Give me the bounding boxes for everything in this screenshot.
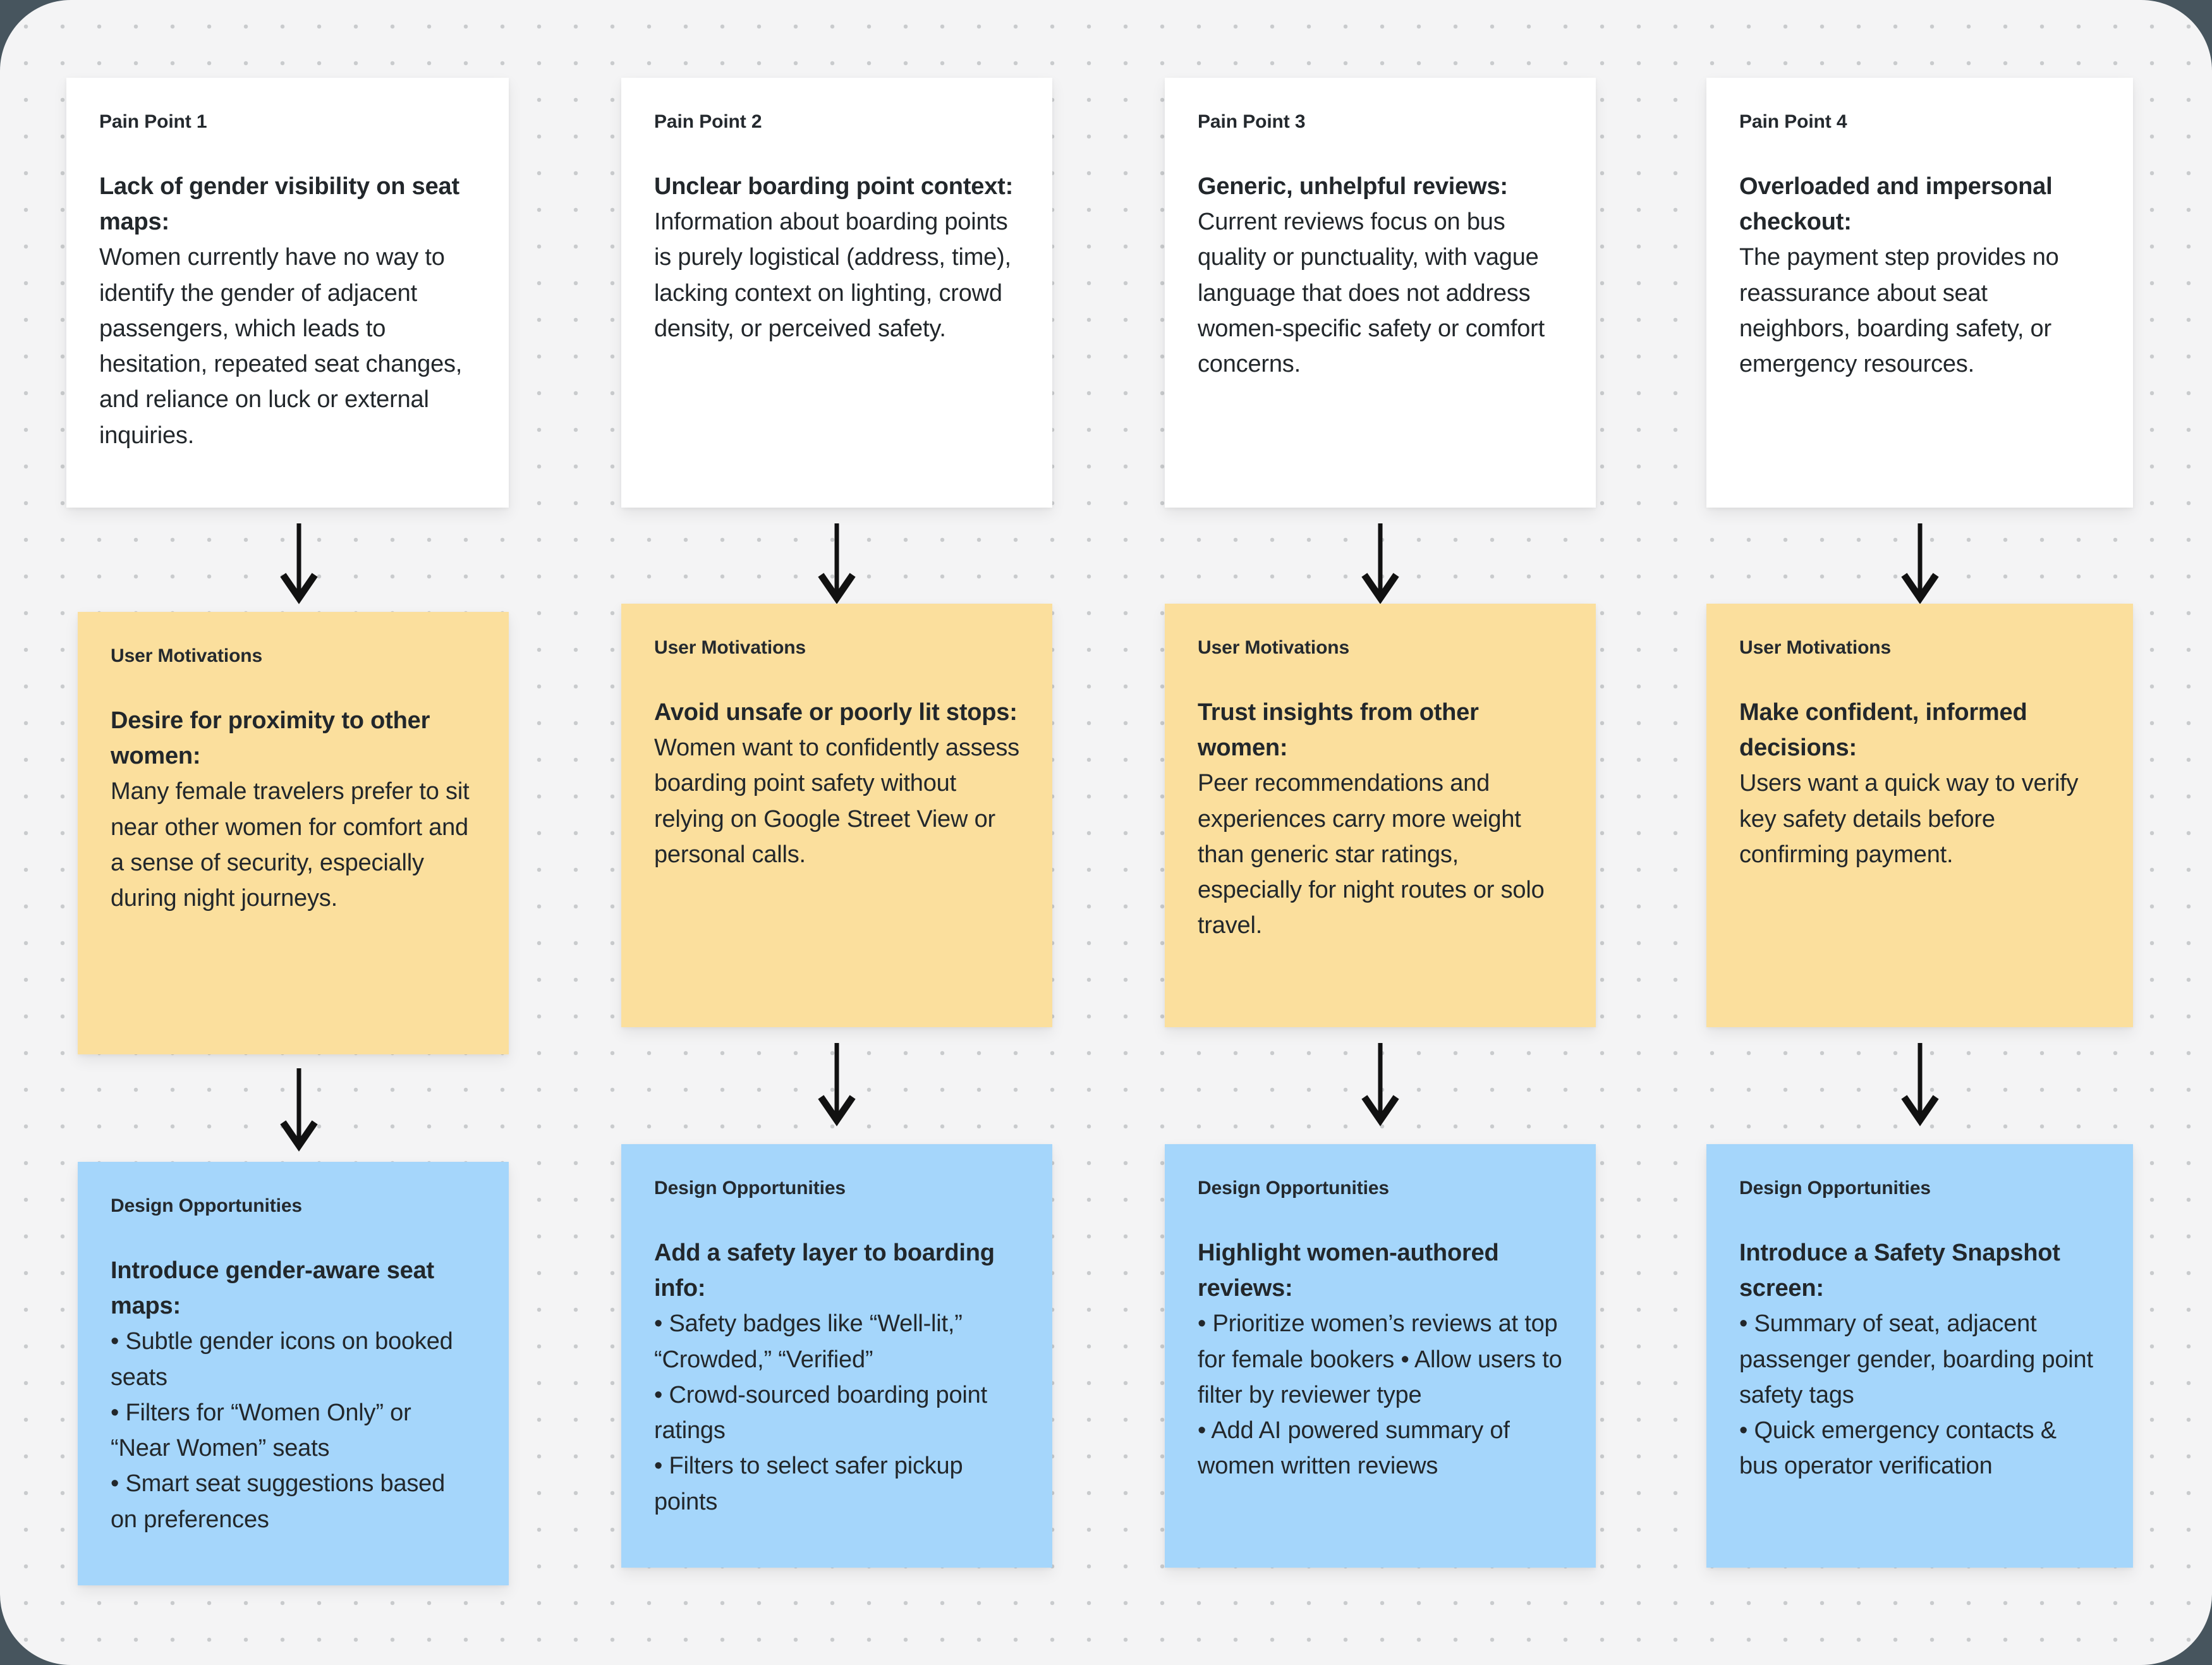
pain-point-body-3: Current reviews focus on bus quality or … — [1198, 209, 1552, 378]
pain-point-text-2: Unclear boarding point context: Informati… — [654, 169, 1019, 346]
design-opportunity-kicker-4: Design Opportunities — [1739, 1178, 1931, 1198]
pain-point-text-1: Lack of gender visibility on seat maps: W… — [99, 169, 476, 453]
design-opportunity-text-3: Highlight women-authored reviews: • Prior… — [1198, 1235, 1563, 1484]
design-opportunity-card-2[interactable]: Design Opportunities Add a safety layer … — [621, 1144, 1052, 1568]
arrow-um4-to-do4 — [1901, 1043, 1939, 1128]
pain-point-heading-3: Generic, unhelpful reviews: — [1198, 173, 1508, 200]
arrow-pp3-to-um3 — [1361, 523, 1399, 606]
design-opportunity-card-4[interactable]: Design Opportunities Introduce a Safety … — [1706, 1144, 2133, 1568]
user-motivation-kicker-1: User Motivations — [111, 645, 263, 666]
design-opportunity-kicker-1: Design Opportunities — [111, 1195, 303, 1216]
pain-point-card-1[interactable]: Pain Point 1 Lack of gender visibility o… — [66, 78, 509, 508]
design-opportunity-kicker-3: Design Opportunities — [1198, 1178, 1390, 1198]
pain-point-heading-2: Unclear boarding point context: — [654, 173, 1014, 200]
design-opportunity-text-1: Introduce gender-aware seat maps: • Subtl… — [111, 1253, 476, 1537]
user-motivation-body-3: Peer recommendations and experiences car… — [1198, 770, 1551, 939]
user-motivation-card-3[interactable]: User Motivations Trust insights from oth… — [1165, 604, 1596, 1027]
user-motivation-heading-3: Trust insights from other women: — [1198, 699, 1486, 762]
arrow-pp4-to-um4 — [1901, 523, 1939, 606]
design-opportunity-text-4: Introduce a Safety Snapshot screen: • Sum… — [1739, 1235, 2100, 1484]
design-opportunity-heading-3: Highlight women-authored reviews: — [1198, 1240, 1505, 1302]
pain-point-kicker-4: Pain Point 4 — [1739, 111, 1847, 132]
arrow-um1-to-do1 — [280, 1068, 318, 1154]
design-opportunity-kicker-2: Design Opportunities — [654, 1178, 846, 1198]
pain-point-kicker-2: Pain Point 2 — [654, 111, 762, 132]
arrow-pp1-to-um1 — [280, 523, 318, 606]
design-opportunity-body-4: • Summary of seat, adjacent passenger ge… — [1739, 1310, 2093, 1480]
design-opportunity-card-3[interactable]: Design Opportunities Highlight women-aut… — [1165, 1144, 1596, 1568]
user-motivation-card-4[interactable]: User Motivations Make confident, informe… — [1706, 604, 2133, 1027]
design-opportunity-body-2: • Safety badges like “Well-lit,” “Crowde… — [654, 1310, 987, 1515]
pain-point-card-3[interactable]: Pain Point 3 Generic, unhelpful reviews:… — [1165, 78, 1596, 508]
user-motivation-text-3: Trust insights from other women: Peer rec… — [1198, 695, 1563, 944]
user-motivation-body-2: Women want to confidently assess boardin… — [654, 735, 1026, 868]
user-motivation-card-2[interactable]: User Motivations Avoid unsafe or poorly … — [621, 604, 1052, 1027]
user-motivation-kicker-3: User Motivations — [1198, 637, 1350, 658]
pain-point-text-3: Generic, unhelpful reviews: Current revie… — [1198, 169, 1563, 382]
design-opportunity-text-2: Add a safety layer to boarding info: • Sa… — [654, 1235, 1019, 1520]
pain-point-card-2[interactable]: Pain Point 2 Unclear boarding point cont… — [621, 78, 1052, 508]
design-opportunity-body-1: • Subtle gender icons on booked seats • … — [111, 1328, 453, 1533]
user-motivation-heading-1: Desire for proximity to other women: — [111, 707, 437, 770]
pain-point-body-2: Information about boarding points is pur… — [654, 209, 1018, 342]
pain-point-text-4: Overloaded and impersonal checkout: The p… — [1739, 169, 2100, 382]
design-opportunity-body-3: • Prioritize women’s reviews at top for … — [1198, 1310, 1562, 1480]
pain-point-kicker-1: Pain Point 1 — [99, 111, 207, 132]
design-opportunity-heading-2: Add a safety layer to boarding info: — [654, 1240, 1002, 1302]
design-opportunity-heading-1: Introduce gender-aware seat maps: — [111, 1257, 441, 1320]
user-motivation-body-4: Users want a quick way to verify key saf… — [1739, 770, 2085, 868]
user-motivation-text-4: Make confident, informed decisions: Users… — [1739, 695, 2100, 872]
design-opportunity-heading-4: Introduce a Safety Snapshot screen: — [1739, 1240, 2067, 1302]
pain-point-body-4: The payment step provides no reassurance… — [1739, 244, 2065, 378]
user-motivation-heading-4: Make confident, informed decisions: — [1739, 699, 2034, 762]
user-motivation-kicker-2: User Motivations — [654, 637, 806, 658]
user-motivation-kicker-4: User Motivations — [1739, 637, 1892, 658]
arrow-um2-to-do2 — [818, 1043, 856, 1128]
user-motivation-heading-2: Avoid unsafe or poorly lit stops: — [654, 699, 1018, 726]
design-opportunity-card-1[interactable]: Design Opportunities Introduce gender-aw… — [78, 1162, 509, 1585]
pain-point-heading-4: Overloaded and impersonal checkout: — [1739, 173, 2059, 236]
pain-point-body-1: Women currently have no way to identify … — [99, 244, 469, 449]
user-motivation-card-1[interactable]: User Motivations Desire for proximity to… — [78, 612, 509, 1054]
user-motivation-text-2: Avoid unsafe or poorly lit stops:Women w… — [654, 695, 1019, 872]
user-motivation-body-1: Many female travelers prefer to sit near… — [111, 778, 476, 912]
pain-point-card-4[interactable]: Pain Point 4 Overloaded and impersonal c… — [1706, 78, 2133, 508]
arrow-um3-to-do3 — [1361, 1043, 1399, 1128]
user-motivation-text-1: Desire for proximity to other women: Many… — [111, 703, 476, 916]
arrow-pp2-to-um2 — [818, 523, 856, 606]
pain-point-heading-1: Lack of gender visibility on seat maps: — [99, 173, 466, 236]
pain-point-kicker-3: Pain Point 3 — [1198, 111, 1306, 132]
